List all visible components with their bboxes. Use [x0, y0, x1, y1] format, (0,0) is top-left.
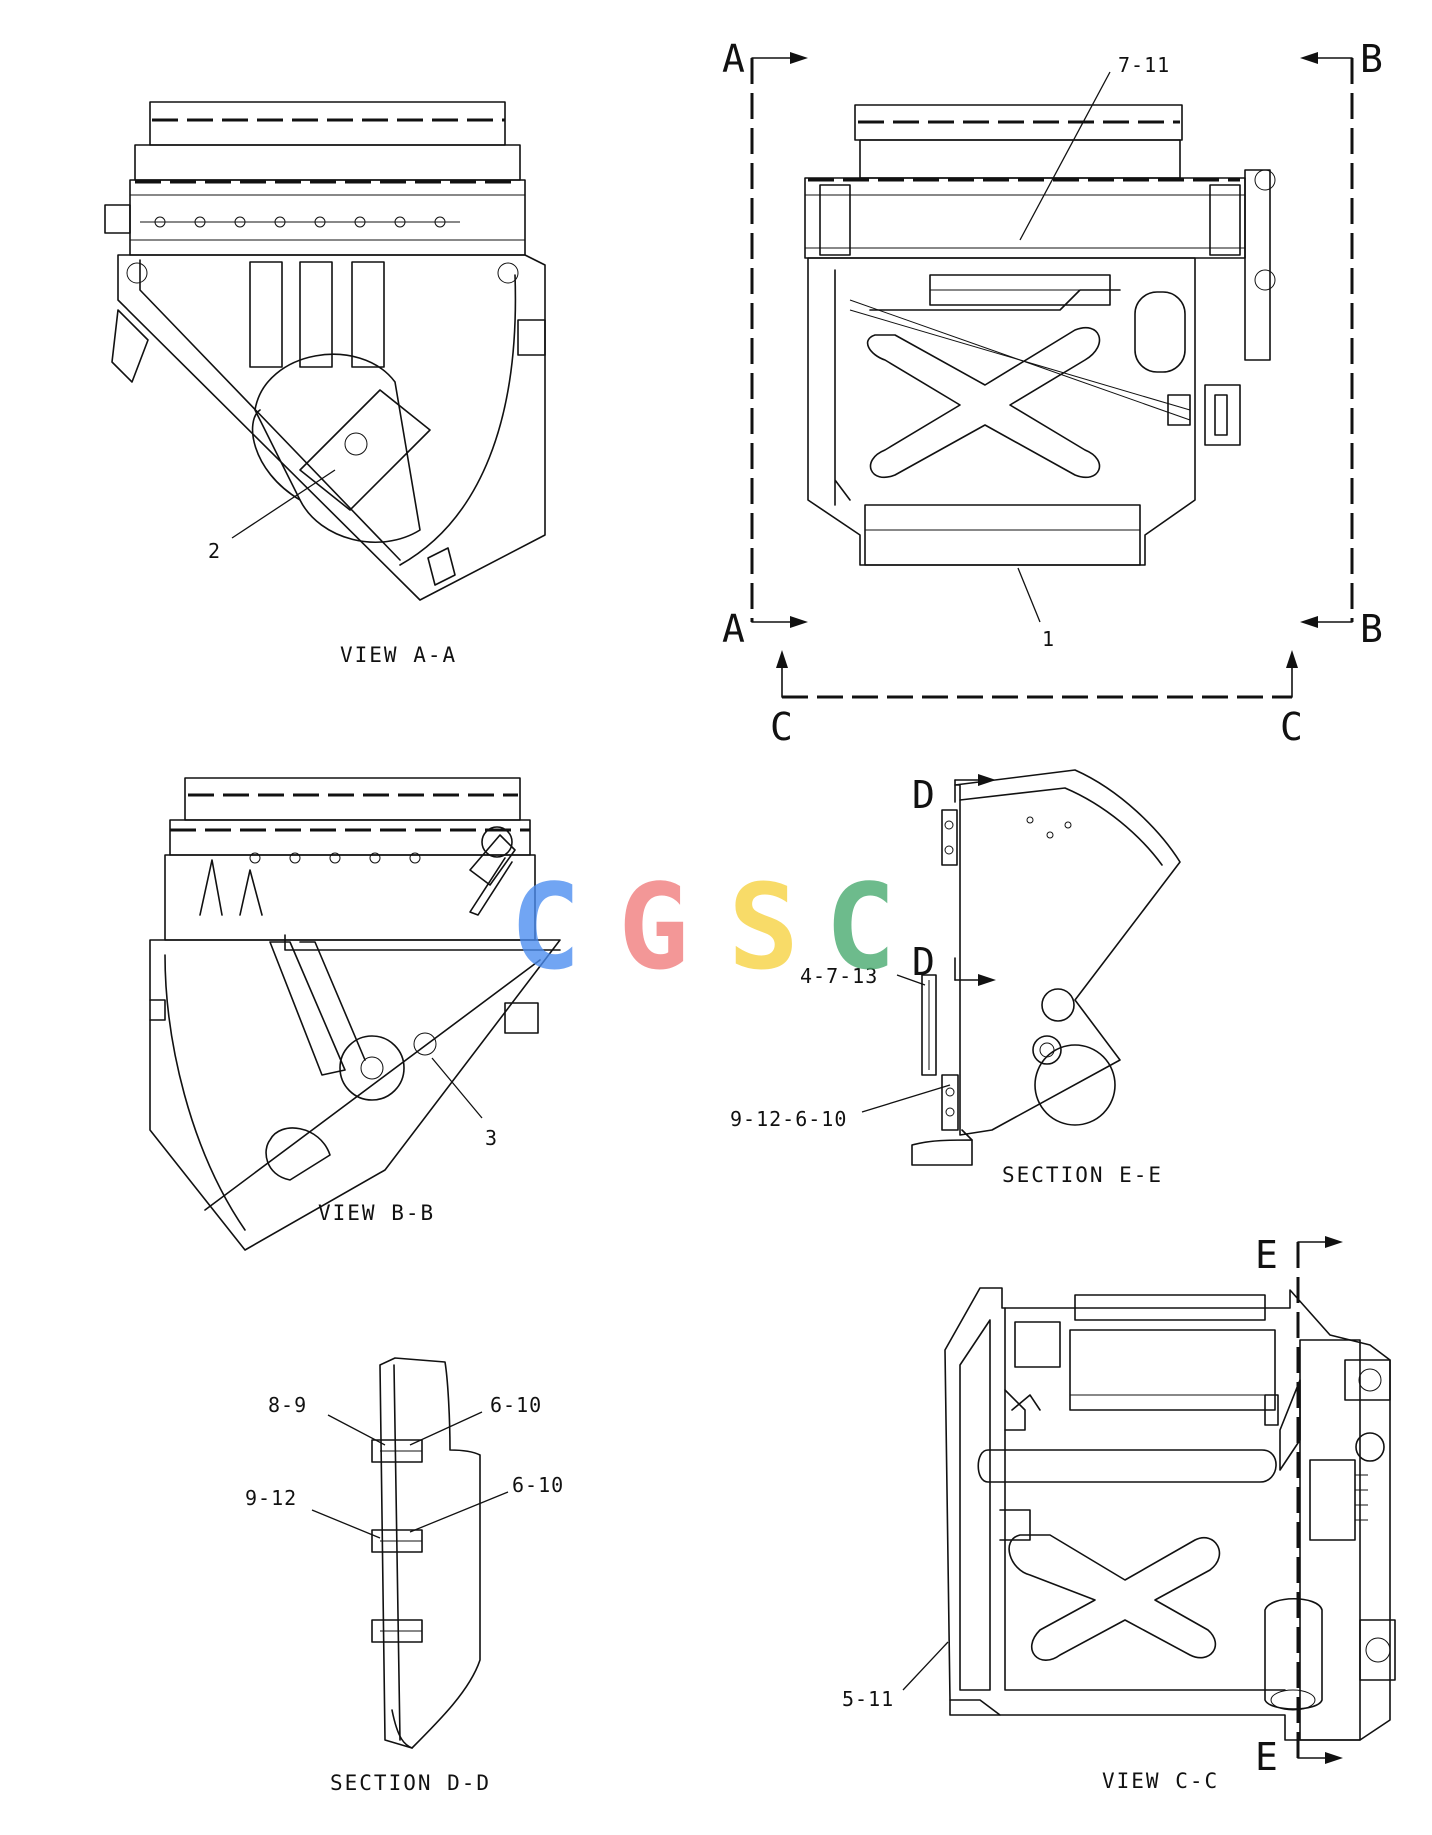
view-cc-title: VIEW C-C [1102, 1769, 1219, 1793]
section-marker-b-top: B [1360, 37, 1383, 81]
callout-cc-5-11: 5-11 [842, 1687, 894, 1711]
watermark-letter-g: G [618, 858, 689, 996]
section-marker-d-bottom: D [912, 940, 935, 984]
section-marker-c-left: C [770, 705, 793, 749]
leader-dd-9-12 [311, 1509, 381, 1539]
callout-dd-8-9: 8-9 [268, 1393, 307, 1417]
view-cc-drawing [944, 1236, 1396, 1764]
leader-main-7-11 [1019, 71, 1111, 241]
watermark-letter-s: S [728, 858, 799, 996]
watermark-letter-c2: C [825, 858, 896, 996]
view-bb-drawing [149, 777, 561, 1251]
callout-main-1: 1 [1042, 627, 1055, 651]
leader-bb-3 [431, 1057, 483, 1119]
section-marker-d-top: D [912, 773, 935, 817]
leader-dd-8-9 [327, 1414, 386, 1446]
callout-bb-3: 3 [485, 1126, 498, 1150]
section-marker-b-bottom: B [1360, 607, 1383, 651]
leader-dd-6-10-bottom [409, 1491, 509, 1533]
callout-dd-6-10-top: 6-10 [490, 1393, 542, 1417]
callout-aa-2: 2 [208, 539, 221, 563]
main-view-drawing [804, 104, 1276, 566]
callout-ee-4-7-13: 4-7-13 [800, 964, 878, 988]
section-ee-drawing [911, 769, 1181, 1166]
watermark-letter-c1: C [510, 858, 581, 996]
section-marker-e-bottom: E [1255, 1735, 1278, 1779]
view-bb-title: VIEW B-B [318, 1201, 435, 1225]
section-line-abc [750, 52, 1354, 699]
leader-dd-6-10-top [409, 1411, 483, 1446]
section-marker-c-right: C [1280, 705, 1303, 749]
callout-dd-9-12: 9-12 [245, 1486, 297, 1510]
callout-ee-9-12-6-10: 9-12-6-10 [730, 1107, 847, 1131]
section-marker-e-top: E [1255, 1233, 1278, 1277]
leader-aa-2 [231, 469, 336, 539]
leader-cc-5-11 [902, 1641, 949, 1691]
leader-ee-9-12-6-10 [861, 1084, 951, 1113]
section-dd-title: SECTION D-D [330, 1771, 491, 1795]
callout-dd-6-10-bottom: 6-10 [512, 1473, 564, 1497]
leader-ee-4-7-13 [896, 974, 926, 986]
view-aa-drawing [104, 101, 546, 601]
section-marker-a-bottom: A [722, 607, 745, 651]
leader-main-1 [1017, 567, 1041, 623]
section-marker-a-top: A [722, 37, 745, 81]
section-dd-drawing [371, 1357, 481, 1749]
cgsc-watermark: C G S C [510, 858, 896, 996]
view-aa-title: VIEW A-A [340, 643, 457, 667]
callout-main-7-11: 7-11 [1118, 53, 1170, 77]
section-ee-title: SECTION E-E [1002, 1163, 1163, 1187]
